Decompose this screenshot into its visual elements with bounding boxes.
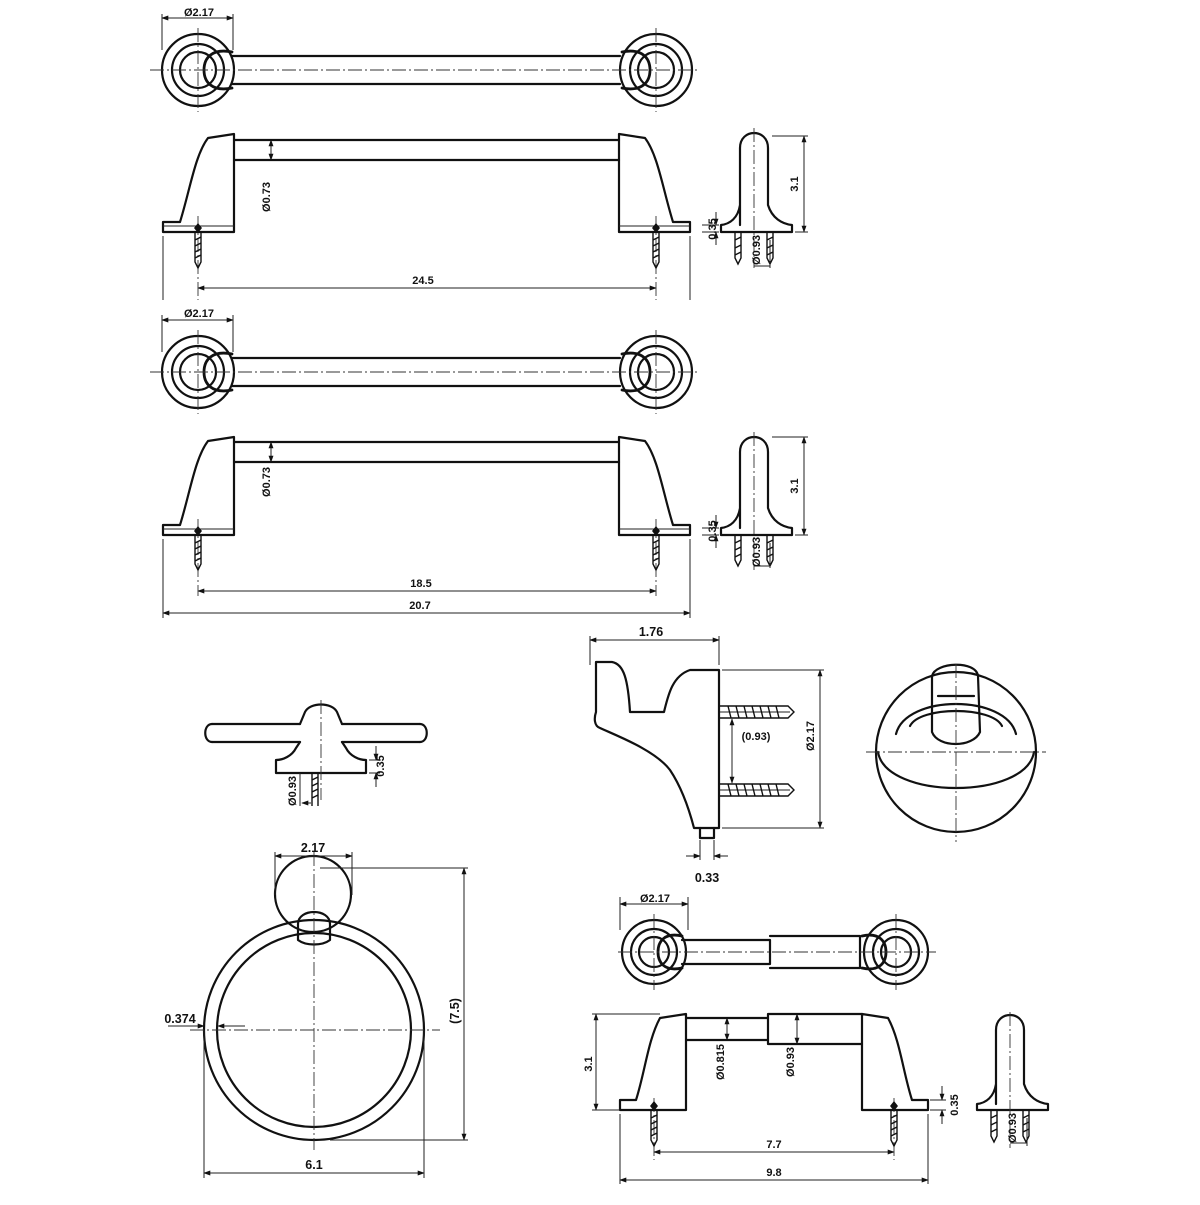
paper-holder-height-label: 3.1 (583, 1056, 595, 1071)
towel-bar-24-top-view (150, 14, 700, 112)
towel-bar-24-bar-diameter-label: Ø0.73 (261, 182, 273, 212)
paper-holder-front-view (592, 1012, 946, 1184)
towel-bar-24-mount-spacing-label: 24.5 (412, 275, 433, 287)
paper-holder-screw-left (650, 1101, 658, 1148)
towel-bar-24-screw-right (652, 223, 660, 270)
robe-hook-side-view (589, 636, 824, 860)
towel-bar-24-base-thickness-label: 0.35 (707, 218, 719, 239)
towel-bar-18-side-view (702, 432, 808, 570)
towel-bar-18-overall-length-label: 20.7 (409, 600, 430, 612)
towel-bar-18-mount-spacing-label: 18.5 (410, 578, 431, 590)
towel-ring-base-width-label: 2.17 (301, 841, 325, 855)
paper-holder-large-bar-diameter-label: Ø0.93 (785, 1047, 797, 1077)
towel-bar-24-dims (162, 139, 691, 300)
robe-hook-base-thickness-label: 0.35 (375, 755, 387, 776)
towel-bar-18-front-view (161, 435, 692, 596)
towel-ring (168, 852, 468, 1178)
robe-hook-top-view (204, 700, 428, 806)
robe-hook-front-view (866, 663, 1046, 842)
towel-bar-18-top-diameter-label: Ø2.17 (184, 308, 214, 320)
towel-bar-18-screw-diameter-label: Ø0.93 (751, 537, 763, 567)
towel-bar-24-top-diameter-label: Ø2.17 (184, 7, 214, 19)
towel-bar-18-top-view (150, 315, 700, 414)
paper-holder-side-view (975, 1012, 1050, 1148)
towel-bar-18-screw-right (652, 526, 660, 572)
paper-holder-side-screw-diameter-label: Ø0.93 (1007, 1113, 1019, 1143)
paper-holder-screw-right (890, 1101, 898, 1148)
towel-bar-24-height-label: 3.1 (789, 176, 801, 191)
paper-holder-top-view (618, 897, 936, 990)
towel-bar-18-dims (162, 441, 691, 618)
towel-ring-overall-height-label: (7.5) (448, 998, 462, 1024)
towel-bar-24-screw-left (194, 223, 202, 270)
towel-bar-24-side-view (702, 128, 808, 268)
paper-holder-mount-spacing-label: 7.7 (766, 1139, 781, 1151)
paper-holder-top-diameter-label: Ø2.17 (640, 893, 670, 905)
robe-hook-projection-label: 1.76 (639, 625, 663, 639)
towel-ring-width-label: 6.1 (305, 1158, 322, 1172)
robe-hook-pin-width-label: 0.33 (695, 871, 719, 885)
svg-text:Ø2.17: Ø2.17 (184, 7, 214, 19)
towel-ring-thickness-label: 0.374 (164, 1012, 195, 1026)
towel-bar-18-base-thickness-label: 0.35 (707, 520, 719, 541)
towel-bar-18-bar-diameter-label: Ø0.73 (261, 467, 273, 497)
robe-hook-screw-spacing-label: (0.93) (742, 731, 771, 743)
towel-bar-18-screw-left (194, 526, 202, 572)
robe-hook-top-screw-diameter-label: Ø0.93 (287, 776, 299, 806)
paper-holder-base-thickness-label: 0.35 (949, 1094, 961, 1115)
towel-bar-24-screw-diameter-label: Ø0.93 (751, 235, 763, 265)
paper-holder-small-bar-diameter-label: Ø0.815 (715, 1044, 727, 1080)
towel-bar-18-height-label: 3.1 (789, 478, 801, 493)
svg-text:Ø2.17: Ø2.17 (184, 308, 214, 320)
paper-holder-overall-length-label: 9.8 (766, 1167, 781, 1179)
robe-hook-base-diameter-label: Ø2.17 (805, 721, 817, 751)
